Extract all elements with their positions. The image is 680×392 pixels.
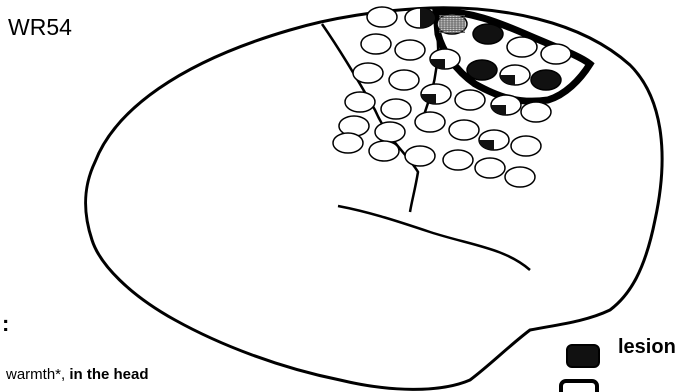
electrode	[405, 8, 435, 28]
electrode	[449, 120, 479, 140]
electrode	[467, 60, 497, 80]
electrode	[415, 112, 445, 132]
electrode	[430, 49, 460, 69]
electrode	[353, 63, 383, 83]
electrode	[500, 65, 530, 85]
electrode	[541, 44, 571, 64]
sylvian-fissure	[338, 206, 530, 270]
electrode	[421, 84, 451, 104]
sensation-note: warmth*, in the head	[6, 366, 149, 383]
electrode	[507, 37, 537, 57]
electrode	[443, 150, 473, 170]
outline-legend-swatch	[561, 381, 597, 392]
electrode	[475, 158, 505, 178]
lesion-legend-label: lesion	[618, 336, 676, 359]
electrode	[361, 34, 391, 54]
section-colon: :	[2, 311, 9, 337]
electrode	[381, 99, 411, 119]
electrode	[369, 141, 399, 161]
electrode	[345, 92, 375, 112]
electrode	[521, 102, 551, 122]
electrode	[455, 90, 485, 110]
electrode	[473, 24, 503, 44]
lesion-legend-swatch	[567, 345, 599, 367]
electrode	[367, 7, 397, 27]
electrode	[511, 136, 541, 156]
subject-label: WR54	[8, 14, 72, 41]
electrode	[405, 146, 435, 166]
electrode	[395, 40, 425, 60]
electrode	[375, 122, 405, 142]
electrode	[437, 14, 467, 34]
electrode	[491, 95, 521, 115]
electrode-grid	[333, 7, 571, 187]
electrode	[389, 70, 419, 90]
electrode	[479, 130, 509, 150]
electrode	[333, 133, 363, 153]
sensation-prefix: warmth*,	[6, 366, 69, 383]
electrode	[505, 167, 535, 187]
sensation-emphasis: in the head	[69, 366, 148, 383]
electrode	[531, 70, 561, 90]
